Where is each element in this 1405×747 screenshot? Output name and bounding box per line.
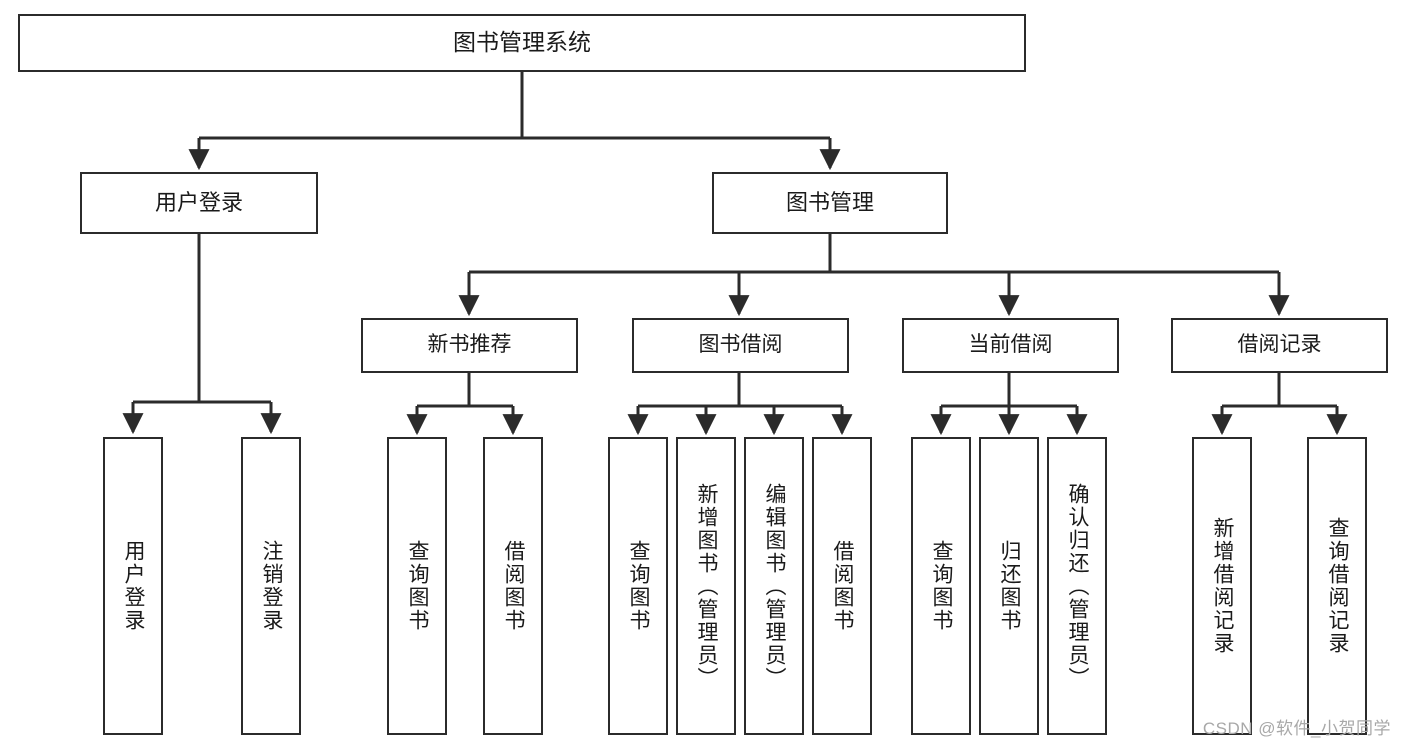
node-leaf-edit-book-admin[interactable]: 编辑图书（管理员）	[744, 437, 804, 735]
node-leaf-borrow-book[interactable]: 借阅图书	[812, 437, 872, 735]
node-leaf-add-borrow-record[interactable]: 新增借阅记录	[1192, 437, 1252, 735]
node-user-login-label: 用户登录	[154, 190, 243, 216]
node-borrow-record-label: 借阅记录	[1237, 333, 1322, 357]
node-leaf-add-book-admin-label: 新增图书（管理员）	[695, 483, 719, 690]
node-leaf-user-login-label: 用户登录	[122, 540, 146, 632]
node-leaf-return-book-label: 归还图书	[998, 540, 1022, 632]
node-current-borrow[interactable]: 当前借阅	[902, 318, 1119, 373]
node-leaf-logout-label: 注销登录	[260, 540, 284, 632]
node-root-label: 图书管理系统	[453, 29, 591, 56]
node-leaf-query-borrow-record-label: 查询借阅记录	[1326, 517, 1350, 655]
node-new-book-recommend-label: 新书推荐	[427, 333, 512, 357]
node-current-borrow-label: 当前借阅	[968, 333, 1053, 357]
node-leaf-add-borrow-record-label: 新增借阅记录	[1211, 517, 1235, 655]
node-leaf-query-book-current-label: 查询图书	[930, 540, 954, 632]
node-leaf-edit-book-admin-label: 编辑图书（管理员）	[763, 483, 787, 690]
node-leaf-query-book-current[interactable]: 查询图书	[911, 437, 971, 735]
node-leaf-confirm-return-admin[interactable]: 确认归还（管理员）	[1047, 437, 1107, 735]
node-leaf-query-book-recommend-label: 查询图书	[406, 540, 430, 632]
node-root-book-management-system[interactable]: 图书管理系统	[18, 14, 1026, 72]
node-leaf-query-book-recommend[interactable]: 查询图书	[387, 437, 447, 735]
node-leaf-borrow-book-label: 借阅图书	[831, 540, 855, 632]
node-leaf-logout[interactable]: 注销登录	[241, 437, 301, 735]
node-leaf-query-borrow-record[interactable]: 查询借阅记录	[1307, 437, 1367, 735]
node-book-management-label: 图书管理	[785, 190, 874, 216]
node-book-management[interactable]: 图书管理	[712, 172, 948, 234]
node-user-login[interactable]: 用户登录	[80, 172, 318, 234]
node-leaf-return-book[interactable]: 归还图书	[979, 437, 1039, 735]
node-leaf-user-login[interactable]: 用户登录	[103, 437, 163, 735]
node-leaf-query-book-borrow[interactable]: 查询图书	[608, 437, 668, 735]
node-book-borrow[interactable]: 图书借阅	[632, 318, 849, 373]
node-leaf-confirm-return-admin-label: 确认归还（管理员）	[1066, 483, 1090, 690]
node-leaf-borrow-book-recommend[interactable]: 借阅图书	[483, 437, 543, 735]
node-book-borrow-label: 图书借阅	[698, 333, 783, 357]
node-leaf-add-book-admin[interactable]: 新增图书（管理员）	[676, 437, 736, 735]
node-new-book-recommend[interactable]: 新书推荐	[361, 318, 578, 373]
node-leaf-borrow-book-recommend-label: 借阅图书	[502, 540, 526, 632]
node-leaf-query-book-borrow-label: 查询图书	[627, 540, 651, 632]
node-borrow-record[interactable]: 借阅记录	[1171, 318, 1388, 373]
